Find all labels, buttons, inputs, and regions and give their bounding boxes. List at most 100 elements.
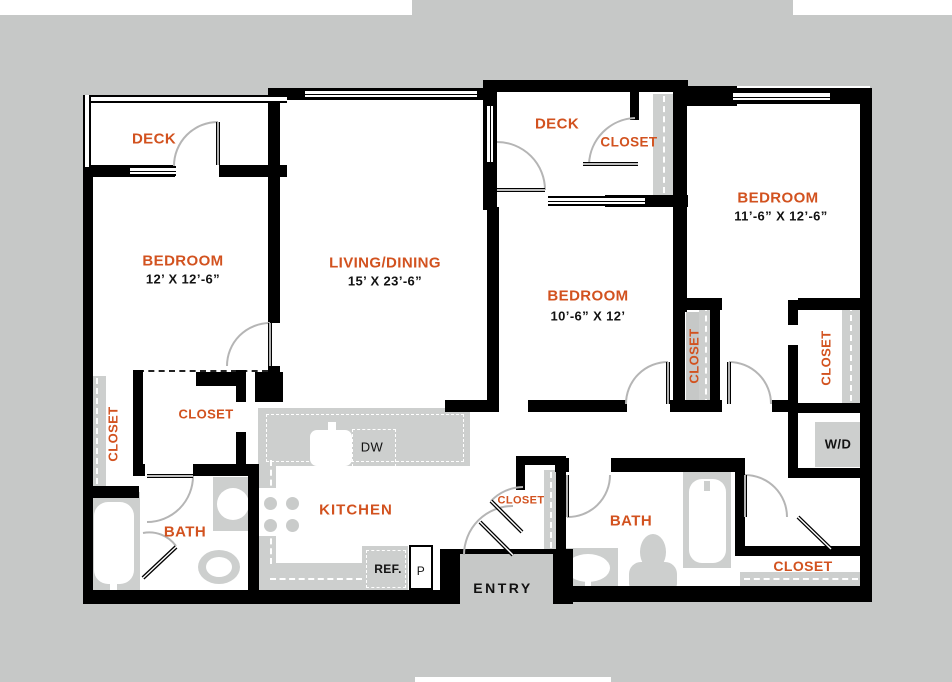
wall [487,195,499,412]
refrigerator-dash [366,550,406,588]
room-label-closet-entry: CLOSET [497,494,545,507]
room-label-bath-left: BATH [163,523,207,541]
wall [630,92,639,120]
bathtub-right [689,479,726,563]
room-label-bath-right: BATH [609,512,653,530]
wall [788,300,798,325]
wall [556,456,566,556]
closet-mid-shelf-line [705,305,707,405]
wall [528,400,627,412]
kitchen-sink-faucet [328,422,336,432]
wall [516,456,525,490]
wall [268,88,280,323]
room-label-closet-left: CLOSET [178,406,234,422]
floor-middle-wing [486,82,686,412]
mass-notch-top-left [0,0,412,15]
window [130,166,176,176]
wall [133,370,143,470]
toilet-right-bowl [629,562,677,588]
wall [555,586,872,602]
entry-wall-right [553,549,573,604]
wall [516,456,566,465]
wall [196,372,244,386]
wall [788,403,872,413]
toilet-left-seat [206,557,232,577]
stove-burner [264,519,277,532]
closet-br-shelf-line [744,578,858,580]
window [548,196,645,206]
room-label-closet-right: CLOSET [818,330,834,386]
stove-burner [286,497,299,510]
kitchen-sink [310,430,352,466]
deck-left-railing-side [83,95,91,167]
kitchen-counter-dash-bottom [270,578,362,580]
floor-vestibule [710,310,800,412]
bathtub-left [94,502,134,584]
sink-left-bowl [217,488,249,520]
room-label-closet-top: CLOSET [600,134,658,150]
wall [255,372,283,402]
pantry-box [409,545,433,590]
stove-burner [264,497,277,510]
deck-left-railing-top [83,95,287,103]
wall [798,298,870,310]
wall [710,298,720,412]
room-label-laundry: W/D [824,436,852,452]
room-label-closet-mid: CLOSET [686,328,702,384]
door-opening [145,464,193,476]
wall [445,400,492,412]
kitchen-counter-bottom [258,563,366,592]
wall [611,458,743,472]
closet-entry-shelf-line [550,472,552,548]
wall [670,400,722,412]
floor-bedroom-right [675,86,870,312]
room-label-entry: ENTRY [473,580,533,596]
wall [268,366,280,376]
wall [83,590,457,604]
sink-right-faucet [585,576,591,588]
stove-burner [286,519,299,532]
wall [788,468,872,478]
appliance-label-dishwasher: DW [360,439,384,455]
bedroom-left-closet-break [138,370,268,372]
dim-label-bedroom-mid: 10’-6” X 12’ [550,308,626,324]
room-label-kitchen: KITCHEN [319,501,393,519]
wall [193,464,259,476]
wall [788,345,798,413]
door-opening [175,165,219,177]
room-label-bedroom-right: BEDROOM [737,189,819,207]
wall [83,165,93,604]
closet-right-shelf-line [850,305,852,401]
wall [673,298,685,412]
wall [236,370,246,402]
entry-wall-left [440,549,460,604]
kitchen-counter-dash-top [266,414,464,462]
room-label-closet-left-vertical: CLOSET [105,406,121,462]
room-label-bedroom-left: BEDROOM [142,252,224,270]
room-label-closet-bottom-right: CLOSET [773,558,833,574]
wall [788,413,798,477]
wall [735,458,745,556]
wall [236,432,246,472]
dim-label-bedroom-left: 12’ X 12’-6” [145,271,221,287]
dim-label-bedroom-right: 11’-6” X 12’-6” [734,208,828,224]
wall [735,546,867,556]
refrigerator-box [362,546,408,590]
closet-left-shelf-line [96,378,98,484]
washer-dryer-box [815,422,860,467]
room-label-bedroom-mid: BEDROOM [547,287,629,305]
kitchen-counter-top [258,408,470,466]
window [305,89,477,99]
mass-notch-top-right [793,0,952,15]
dishwasher-box [352,429,396,467]
wall [83,486,139,498]
wall [860,88,872,602]
appliance-label-refrigerator: REF. [374,562,402,576]
room-label-deck-mid: DECK [534,115,580,133]
mass-notch-bottom [415,677,611,682]
bathtub-left-faucet [110,578,117,590]
door-opening [497,195,547,207]
dim-label-living: 15’ X 23’-6” [347,273,423,289]
wall [133,464,145,476]
